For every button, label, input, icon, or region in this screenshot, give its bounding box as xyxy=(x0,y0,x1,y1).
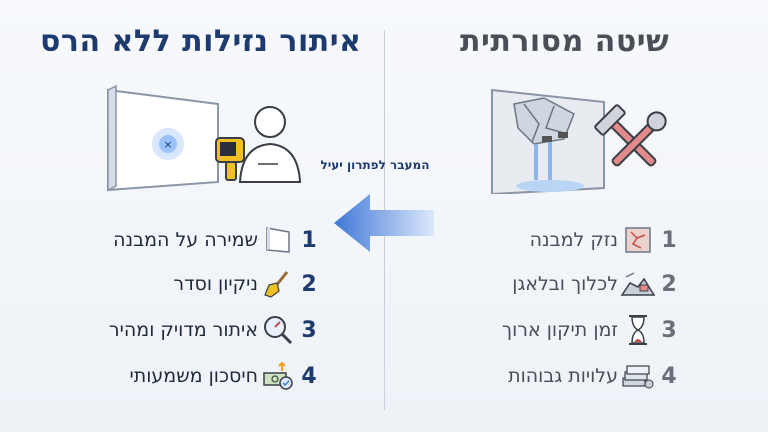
right-item-number: 4 xyxy=(661,363,677,389)
left-item-label: ניקיון וסדר xyxy=(173,273,258,295)
broom-icon xyxy=(258,266,298,302)
thermal-inspection-illustration: × xyxy=(107,84,302,192)
right-item-label: נזק למבנה xyxy=(529,229,618,251)
wall-panel-icon xyxy=(258,222,298,258)
left-item-number: 1 xyxy=(301,227,317,253)
right-item-2: לכלוך ובלאגן 2 xyxy=(470,266,680,302)
left-title: איתור נזילות ללא הרס xyxy=(40,24,362,59)
right-item-label: לכלוך ובלאגן xyxy=(512,273,618,295)
cracked-tile-icon xyxy=(618,222,658,258)
left-item-number: 2 xyxy=(301,271,317,297)
right-item-number: 3 xyxy=(661,317,677,343)
left-item-number: 4 xyxy=(301,363,317,389)
left-item-label: חיסכון משמעותי xyxy=(129,365,258,387)
gauge-magnifier-icon xyxy=(258,312,298,348)
left-item-3: איתור מדויק ומהיר 3 xyxy=(80,312,320,348)
damaged-wall-illustration xyxy=(491,88,667,194)
svg-text:×: × xyxy=(163,138,172,151)
right-item-number: 1 xyxy=(661,227,677,253)
right-item-4: עלויות גבוהות 4 xyxy=(470,358,680,394)
left-item-4: חיסכון משמעותי 4 xyxy=(80,358,320,394)
right-item-3: זמן תיקון ארוך 3 xyxy=(470,312,680,348)
transition-arrow xyxy=(334,194,434,252)
right-item-number: 2 xyxy=(661,271,677,297)
left-item-label: איתור מדויק ומהיר xyxy=(108,319,258,341)
right-title: שיטה מסורתית xyxy=(460,24,670,59)
left-item-label: שמירה על המבנה xyxy=(113,229,258,251)
rubble-icon xyxy=(618,266,658,302)
money-savings-icon xyxy=(258,358,298,394)
left-item-number: 3 xyxy=(301,317,317,343)
right-item-label: עלויות גבוהות xyxy=(508,365,618,387)
left-item-1: שמירה על המבנה 1 xyxy=(80,222,320,258)
transition-label: המעבר לפתרון יעיל xyxy=(320,158,430,172)
right-item-1: נזק למבנה 1 xyxy=(470,222,680,258)
left-item-2: ניקיון וסדר 2 xyxy=(80,266,320,302)
hourglass-icon xyxy=(618,312,658,348)
right-item-label: זמן תיקון ארוך xyxy=(501,319,618,341)
money-stack-icon xyxy=(618,358,658,394)
